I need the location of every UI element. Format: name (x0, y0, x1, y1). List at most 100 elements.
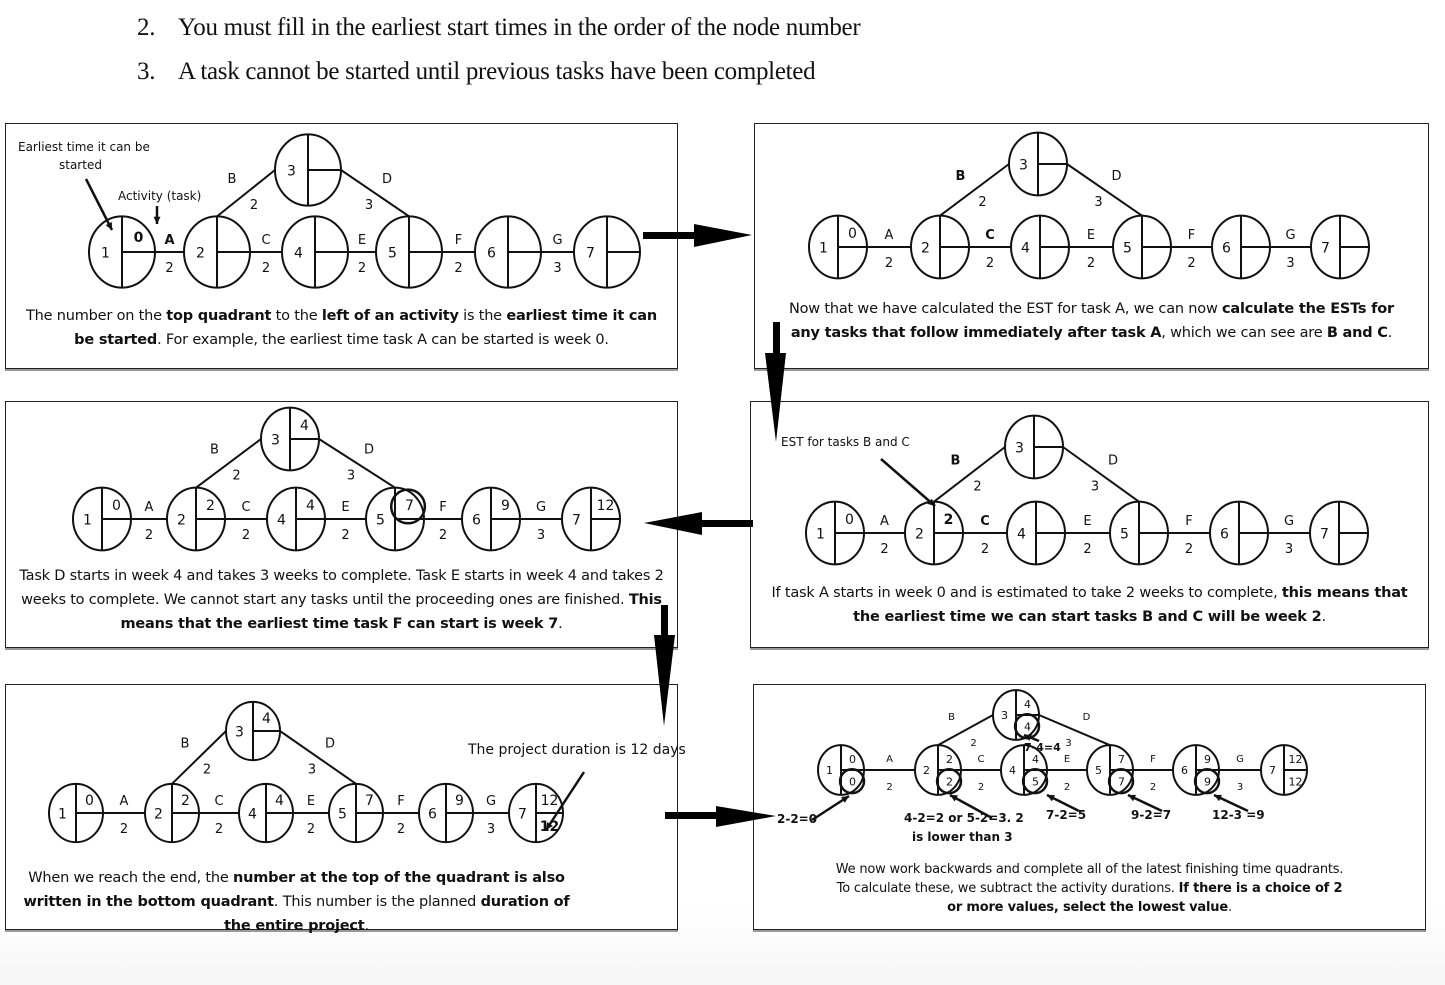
node-number: 3 (1001, 709, 1008, 722)
node-number: 1 (819, 240, 828, 256)
node-number: 7 (572, 512, 581, 528)
activity-duration: 2 (885, 256, 893, 271)
node-number: 4 (294, 245, 303, 261)
highlight-circle (1021, 767, 1049, 795)
panel-step-5: A2B2C2D3E2F2G310223444576971212 The proj… (5, 684, 686, 934)
activity-duration: 2 (454, 261, 462, 276)
activity-edge-B (195, 438, 262, 489)
activity-label: D (325, 736, 335, 751)
activity-duration: 2 (242, 528, 250, 543)
earliest-start-time: 12 (541, 793, 559, 809)
earliest-start-time: 4 (306, 498, 315, 514)
earliest-start-time: 2 (946, 753, 953, 766)
event-node-5: 57 (328, 782, 384, 844)
node-number: 4 (1009, 764, 1016, 777)
node-number: 3 (1015, 440, 1024, 456)
panel-caption: Now that we have calculated the EST for … (788, 301, 1395, 341)
event-node-7: 7 (1310, 214, 1370, 280)
annotation-project-duration: The project duration is 12 days (468, 742, 686, 758)
latest-finish-time: 0 (849, 775, 856, 788)
activity-edge-B (171, 730, 227, 785)
event-node-7: 7 (573, 215, 641, 289)
earliest-start-time: 7 (365, 793, 374, 809)
panel-caption: We now work backwards and complete all o… (835, 862, 1344, 915)
event-node-3: 344 (992, 689, 1041, 741)
activity-label: B (948, 712, 955, 723)
node-number: 5 (376, 512, 385, 528)
activity-duration: 2 (215, 822, 223, 837)
event-node-4: 44 (266, 486, 326, 552)
annotation-calc-node4: 7-2=5 (1046, 808, 1087, 822)
node-number: 4 (248, 806, 257, 822)
activity-label: C (214, 794, 223, 809)
activity-duration: 2 (232, 468, 240, 483)
activity-label: E (1087, 228, 1095, 243)
rule-text: A task cannot be started until previous … (178, 58, 816, 85)
node-number: 2 (177, 512, 186, 528)
activity-label: F (1150, 754, 1156, 765)
node-number: 2 (196, 245, 205, 261)
node-number: 3 (1019, 157, 1028, 173)
earliest-start-time: 4 (1032, 753, 1039, 766)
pointer-arrow-icon (84, 178, 114, 231)
activity-label: E (1064, 754, 1070, 765)
highlight-circle (838, 767, 866, 795)
earliest-start-time: 9 (1204, 753, 1211, 766)
activity-duration: 3 (347, 468, 355, 483)
node-number: 2 (915, 526, 924, 542)
activity-duration: 3 (553, 261, 561, 276)
event-node-7: 7 (1309, 500, 1369, 566)
event-node-1: 10 (72, 486, 132, 552)
activity-duration: 2 (978, 195, 986, 210)
activity-label: E (1083, 514, 1091, 529)
pointer-arrow-icon (1046, 793, 1080, 813)
rule-number: 3. (137, 58, 156, 85)
node-number: 6 (472, 512, 481, 528)
node-number: 7 (1269, 764, 1276, 777)
annotation-est-b-c: EST for tasks B and C (781, 435, 910, 449)
earliest-start-time: 4 (262, 711, 271, 727)
earliest-start-time: 0 (845, 512, 854, 528)
earliest-start-time: 9 (501, 498, 510, 514)
node-number: 6 (428, 806, 437, 822)
node-number: 5 (1123, 240, 1132, 256)
highlight-circle (389, 488, 427, 525)
event-node-2: 222 (914, 744, 963, 796)
earliest-start-time: 0 (134, 230, 144, 246)
event-node-6: 6 (1209, 500, 1269, 566)
pointer-arrow-icon (1213, 793, 1249, 813)
earliest-start-time: 2 (181, 793, 190, 809)
activity-duration: 3 (487, 822, 495, 837)
activity-edge-B (939, 163, 1010, 217)
node-number: 4 (277, 512, 286, 528)
event-node-6: 699 (1172, 744, 1221, 796)
node-number: 7 (1320, 526, 1329, 542)
node-number: 5 (1120, 526, 1129, 542)
earliest-start-time: 2 (206, 498, 215, 514)
activity-edge-D (1038, 714, 1111, 747)
node-number: 6 (1220, 526, 1229, 542)
node-number: 5 (1095, 764, 1102, 777)
event-node-3: 34 (225, 700, 281, 762)
node-number: 3 (271, 432, 280, 448)
event-node-4: 4 (281, 215, 349, 289)
latest-finish-time: 4 (1024, 720, 1031, 733)
node-number: 1 (101, 245, 110, 261)
activity-duration: 2 (358, 261, 366, 276)
activity-label: C (261, 233, 270, 248)
activity-label: F (439, 500, 446, 515)
annotation-activity: Activity (task) (118, 189, 202, 203)
node-number: 1 (58, 806, 67, 822)
activity-label: A (885, 228, 894, 243)
node-number: 1 (816, 526, 825, 542)
activity-duration: 3 (537, 528, 545, 543)
event-node-3: 3 (274, 133, 342, 207)
node-number: 5 (338, 806, 347, 822)
activity-duration: 3 (308, 762, 316, 777)
event-node-6: 69 (461, 486, 521, 552)
